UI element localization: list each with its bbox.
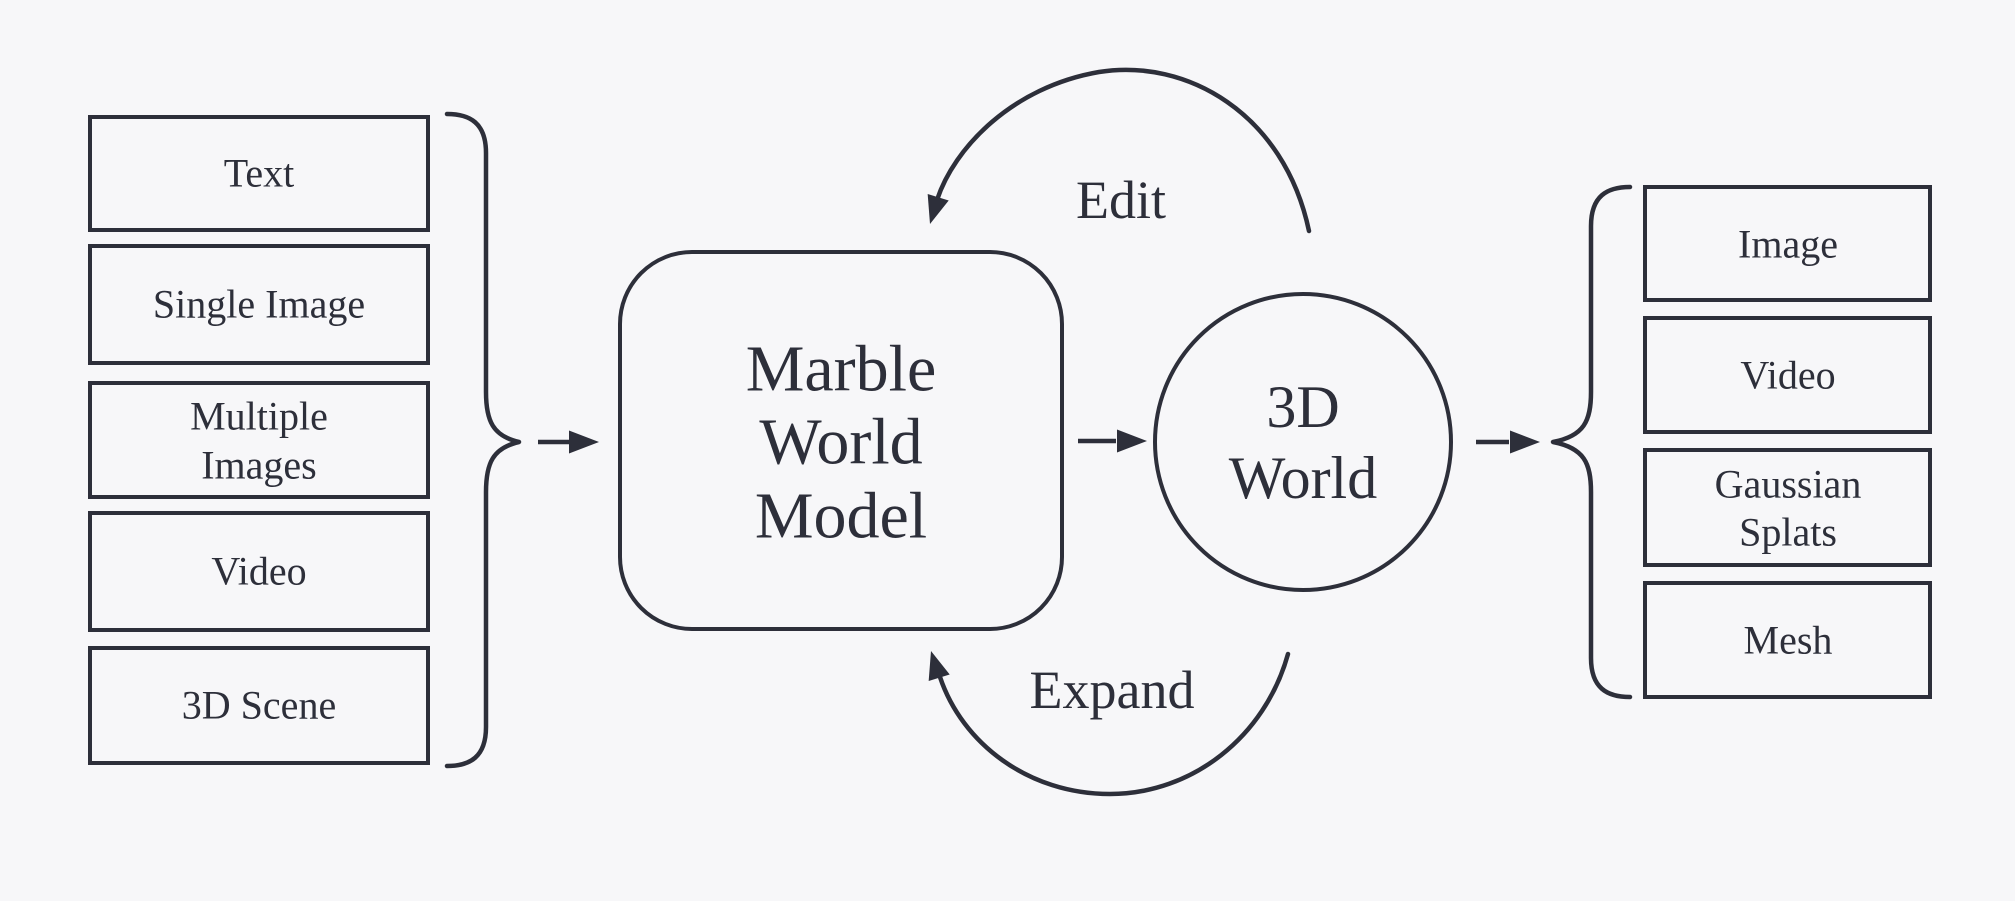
output-group: Image Video Gaussian Splats Mesh bbox=[1643, 185, 1932, 699]
arrow-model-to-world-head bbox=[1117, 429, 1147, 453]
output-box-video bbox=[1643, 316, 1932, 434]
input-box-text bbox=[88, 115, 430, 232]
expand-label: Expand bbox=[1030, 660, 1195, 720]
input-box-3d-scene bbox=[88, 646, 430, 765]
input-label-multiple-images-line2: Images bbox=[201, 443, 317, 488]
edit-label: Edit bbox=[1076, 170, 1166, 230]
right-brace bbox=[1550, 184, 1633, 700]
edit-loop: Edit bbox=[927, 67, 1312, 234]
output-label-image: Image bbox=[1738, 222, 1838, 267]
marble-world-model-shape bbox=[618, 250, 1064, 631]
input-label-single-image: Single Image bbox=[153, 282, 365, 327]
3d-world-label-line2: World bbox=[1229, 445, 1377, 511]
arrow-world-to-outputs-head bbox=[1510, 430, 1540, 454]
marble-world-model-node: Marble World Model bbox=[618, 250, 1064, 631]
input-label-video: Video bbox=[211, 549, 306, 594]
arrow-model-to-world bbox=[1078, 429, 1147, 453]
marble-world-model-label-line2: World bbox=[759, 406, 922, 479]
expand-arc bbox=[937, 651, 1291, 797]
input-box-multiple-images bbox=[88, 381, 430, 499]
output-label-gaussian-splats-line2: Splats bbox=[1739, 510, 1837, 555]
output-box-gaussian-splats bbox=[1643, 448, 1932, 567]
input-label-3d-scene: 3D Scene bbox=[182, 683, 336, 728]
marble-world-model-label-line3: Model bbox=[755, 480, 927, 553]
input-box-single-image bbox=[88, 244, 430, 365]
arrow-inputs-to-model-head bbox=[569, 430, 599, 454]
output-label-gaussian-splats-line1: Gaussian bbox=[1715, 462, 1862, 507]
input-box-video bbox=[88, 511, 430, 632]
3d-world-shape bbox=[1153, 292, 1453, 592]
expand-arrow-head bbox=[928, 651, 950, 681]
left-brace bbox=[444, 111, 522, 769]
output-box-mesh bbox=[1643, 581, 1932, 699]
3d-world-node: 3D World bbox=[1153, 292, 1453, 592]
marble-world-model-label-line1: Marble bbox=[746, 333, 937, 406]
edit-arc bbox=[934, 67, 1312, 234]
input-label-text: Text bbox=[224, 151, 295, 196]
3d-world-label-line1: 3D bbox=[1266, 374, 1339, 440]
output-label-video: Video bbox=[1740, 353, 1835, 398]
output-label-mesh: Mesh bbox=[1744, 618, 1833, 663]
input-label-multiple-images-line1: Multiple bbox=[190, 394, 328, 439]
output-box-image bbox=[1643, 185, 1932, 302]
input-group: Text Single Image Multiple Images Video … bbox=[88, 115, 430, 765]
expand-loop: Expand bbox=[928, 651, 1291, 797]
edit-arrow-head bbox=[927, 194, 949, 224]
arrow-inputs-to-model bbox=[538, 430, 599, 454]
arrow-world-to-outputs bbox=[1476, 430, 1540, 454]
